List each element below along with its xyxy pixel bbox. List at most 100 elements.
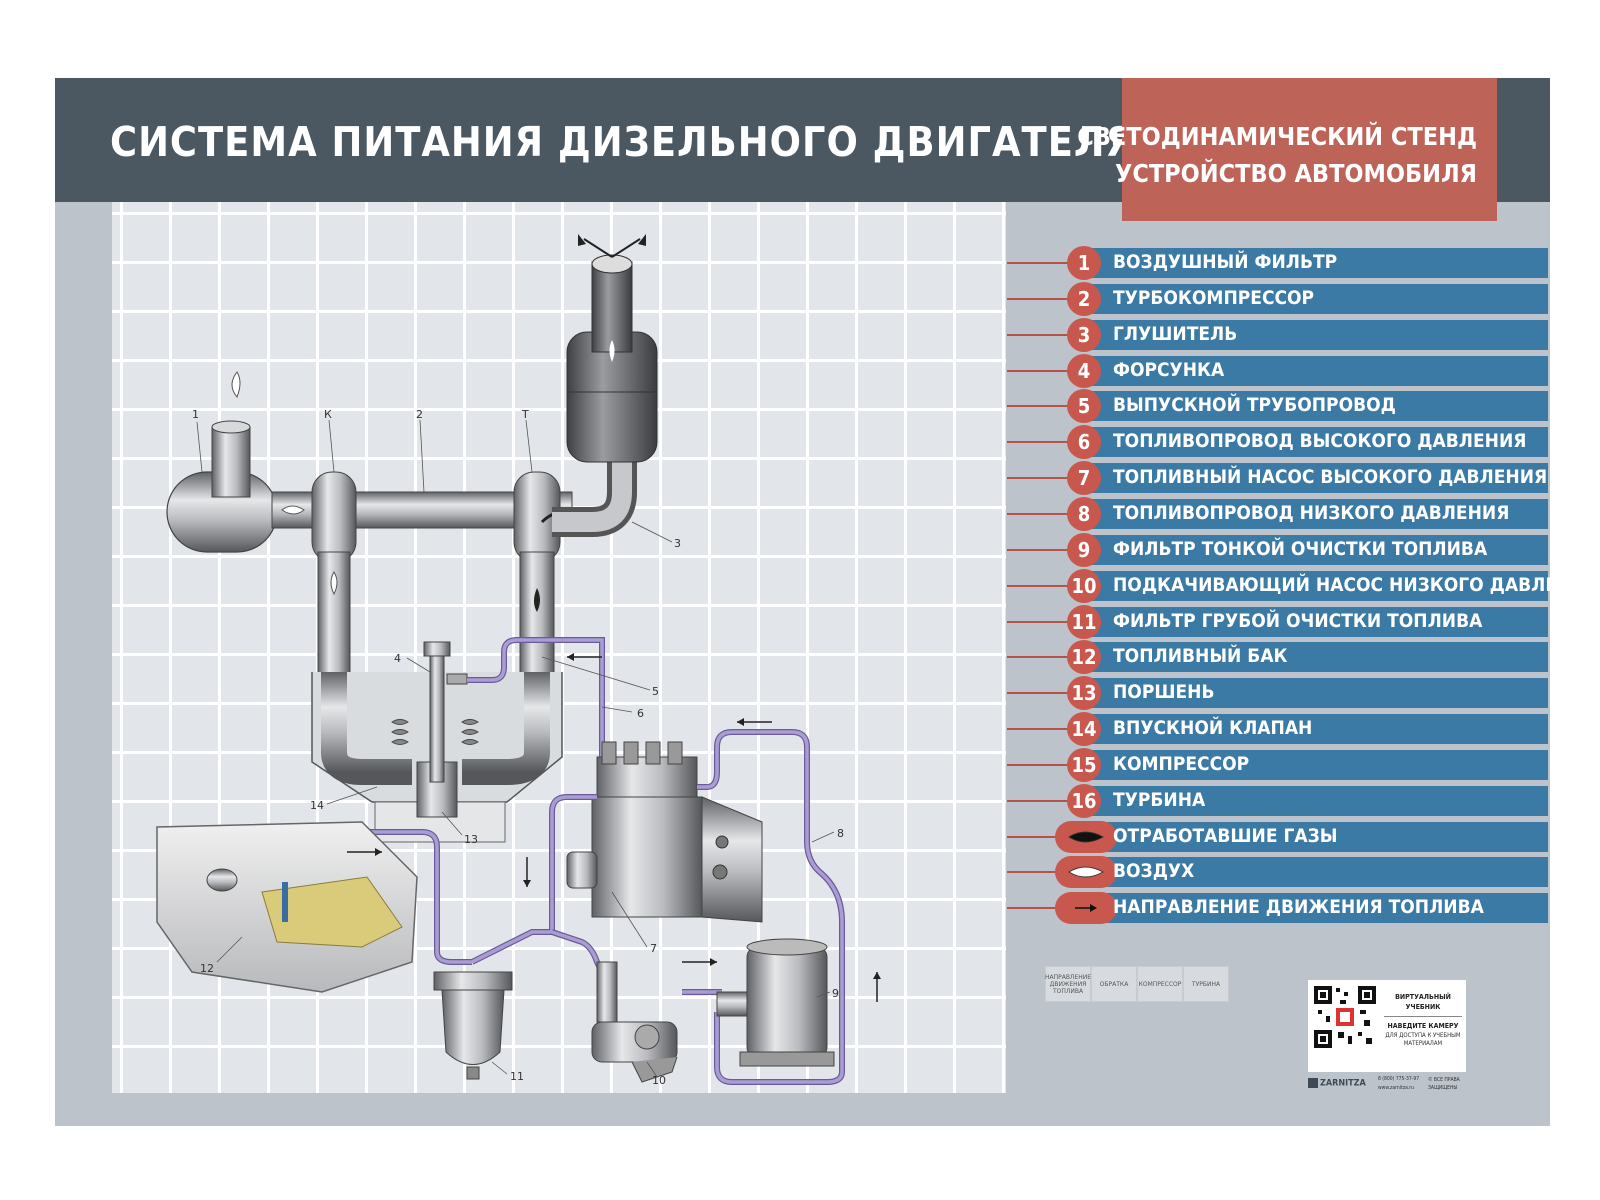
air-flow-icon: [281, 505, 305, 515]
exhaust-flame-icon: [609, 340, 615, 362]
footer-phone: 8 (800) 775-37-97: [1378, 1076, 1420, 1082]
legend-label: ПОРШЕНЬ: [1113, 681, 1215, 704]
legend-number-badge: 12: [1067, 640, 1101, 675]
legend-leader-line: [1007, 656, 1087, 659]
qr-instruction-sub: ДЛЯ ДОСТУПА К УЧЕБНЫМ МАТЕРИАЛАМ: [1385, 1032, 1461, 1047]
legend-label: ТУРБОКОМПРЕССОР: [1113, 286, 1315, 309]
brand-logo: ZARNITZA: [1308, 1078, 1366, 1089]
legend-row-15: 15 КОМПРЕССОР: [55, 747, 1548, 782]
legend-row-2: 2 ТУРБОКОМПРЕССОР: [55, 281, 1548, 316]
tab-fuel-direction[interactable]: НАПРАВЛЕНИЕ ДВИЖЕНИЯ ТОПЛИВА: [1045, 966, 1091, 1002]
legend-number-badge: 6: [1067, 425, 1101, 460]
legend-leader-line: [1007, 763, 1087, 766]
legend-leader-line: [1007, 799, 1087, 802]
legend-bar: [1078, 606, 1548, 637]
legend-number-badge: 5: [1067, 389, 1101, 424]
legend-label: ПОДКАЧИВАЮЩИЙ НАСОС НИЗКОГО ДАВЛЕНИЯ: [1113, 573, 1550, 596]
injector: [391, 641, 479, 783]
legend-leader-line: [1007, 262, 1087, 264]
legend-bar: [1078, 427, 1548, 458]
legend-bar: [1078, 714, 1548, 745]
stand-title-line2: УСТРОЙСТВО АВТОМОБИЛЯ: [1114, 159, 1477, 188]
flow-legend-row: ОТРАБОТАВШИЕ ГАЗЫ: [55, 820, 1548, 853]
brand-mark-icon: [1308, 1078, 1318, 1088]
legend-leader-line: [1007, 333, 1087, 336]
legend-label: ГЛУШИТЕЛЬ: [1113, 322, 1238, 345]
legend-leader-line: [1007, 477, 1087, 480]
legend-number-badge: 11: [1067, 604, 1101, 639]
exhaust-up-flame-icon: [534, 588, 540, 612]
air-down-flame-icon: [330, 571, 338, 596]
label-5: 5: [652, 685, 659, 698]
legend-label: ВПУСКНОЙ КЛАПАН: [1113, 717, 1313, 740]
legend-bar: [1078, 248, 1548, 278]
coarse-fuel-filter: [433, 971, 513, 1080]
flow-legend-label: ОТРАБОТАВШИЕ ГАЗЫ: [1113, 824, 1338, 847]
legend-number-badge: 4: [1067, 353, 1101, 388]
flow-legend-pill: [1055, 820, 1117, 853]
flow-legend-row: НАПРАВЛЕНИЕ ДВИЖЕНИЯ ТОПЛИВА: [55, 892, 1548, 925]
label-4: 4: [394, 652, 401, 665]
legend-bar: [1078, 319, 1548, 350]
legend-row-3: 3 ГЛУШИТЕЛЬ: [55, 317, 1548, 352]
legend-number-badge: 1: [1067, 246, 1101, 280]
stand-title-line1: СВЕТОДИНАМИЧЕСКИЙ СТЕНД: [1077, 122, 1477, 151]
label-1: 1: [192, 408, 199, 421]
qr-instruction: НАВЕДИТЕ КАМЕРУ: [1387, 1022, 1459, 1030]
fuel-tank: [156, 821, 418, 993]
label-2: 2: [416, 408, 423, 421]
footer-rights: © ВСЕ ПРАВА ЗАЩИЩЕНЫ: [1428, 1077, 1460, 1091]
legend-number-badge: 15: [1067, 747, 1101, 782]
tab-turbine[interactable]: ТУРБИНА: [1183, 966, 1229, 1002]
legend-leader-line: [1007, 297, 1087, 300]
fuel-system-diagram: 1 К 2 Т 3 4 5 6 7 8 9 10 11 12 13 14: [156, 234, 881, 1087]
stand-title-box: СВЕТОДИНАМИЧЕСКИЙ СТЕНД УСТРОЙСТВО АВТОМ…: [1077, 78, 1497, 221]
legend-leader-line: [1007, 692, 1087, 695]
legend-bar: [1078, 283, 1548, 314]
legend-number-badge: 2: [1067, 281, 1101, 316]
arrow-icon: [1075, 904, 1097, 913]
legend-bar: [1078, 463, 1548, 494]
legend-label: ФИЛЬТР ТОНКОЙ ОЧИСТКИ ТОПЛИВА: [1113, 537, 1488, 560]
tab-return[interactable]: ОБРАТКА: [1091, 966, 1137, 1002]
qr-title: ВИРТУАЛЬНЫЙ УЧЕБНИК: [1395, 993, 1451, 1011]
qr-code-icon: [1314, 986, 1376, 1048]
high-pressure-pump: [566, 741, 763, 923]
legend-bar: [1078, 678, 1548, 709]
legend-bar: [1078, 534, 1548, 565]
fine-fuel-filter: [716, 938, 835, 1067]
legend-bar: [1078, 642, 1548, 673]
light-flame-icon: [1068, 866, 1105, 878]
label-8: 8: [837, 827, 844, 840]
poster: СИСТЕМА ПИТАНИЯ ДИЗЕЛЬНОГО ДВИГАТЕЛЯ (КА…: [55, 78, 1550, 1126]
legend-row-13: 13 ПОРШЕНЬ: [55, 676, 1548, 711]
label-9: 9: [832, 987, 839, 1000]
legend-leader-line: [1007, 871, 1087, 874]
label-7: 7: [650, 942, 657, 955]
legend-bar: [1078, 498, 1548, 529]
legend-bar: [1078, 821, 1548, 852]
tab-compressor[interactable]: КОМПРЕССОР: [1137, 966, 1183, 1002]
flow-legend-pill: [1055, 856, 1117, 889]
legend-number-badge: 13: [1067, 676, 1101, 711]
legend-bar: [1078, 857, 1548, 888]
flow-legend-label: НАПРАВЛЕНИЕ ДВИЖЕНИЯ ТОПЛИВА: [1113, 896, 1484, 919]
legend-bar: [1078, 391, 1548, 422]
label-6: 6: [637, 707, 644, 720]
legend-label: ТОПЛИВНЫЙ БАК: [1113, 645, 1288, 668]
legend-bar: [1078, 355, 1548, 386]
label-10: 10: [652, 1074, 666, 1087]
legend-number-badge: 14: [1067, 712, 1101, 747]
legend-leader-line: [1007, 620, 1087, 623]
legend-bar: [1078, 785, 1548, 816]
fuel-direction-arrows: [347, 653, 881, 1002]
legend-number-badge: 8: [1067, 496, 1101, 531]
legend-leader-line: [1007, 548, 1087, 551]
flow-legend-pill: [1055, 892, 1117, 925]
legend-label: КОМПРЕССОР: [1113, 752, 1250, 775]
legend-number-badge: 3: [1067, 317, 1101, 352]
legend-number-badge: 7: [1067, 461, 1101, 496]
label-3: 3: [674, 537, 681, 550]
